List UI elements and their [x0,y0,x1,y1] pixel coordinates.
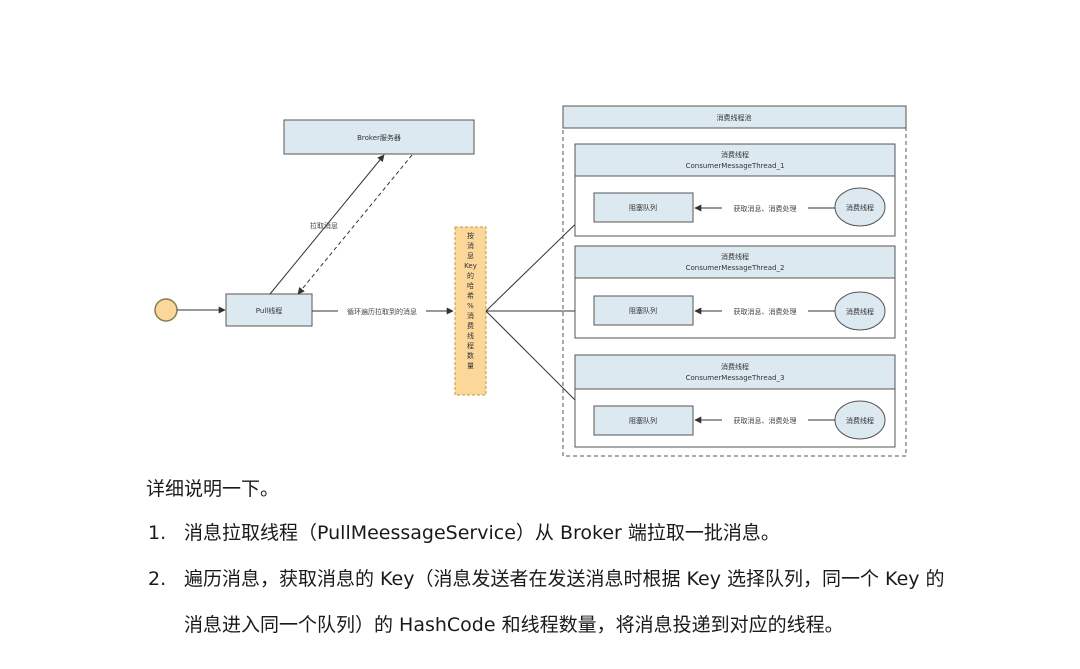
list-text: 消息拉取线程（PullMeessageService）从 Broker 端拉取一… [184,522,780,544]
thread-subtitle: ConsumerMessageThread_1 [686,162,785,170]
list-item: 2. 遍历消息，获取消息的 Key（消息发送者在发送消息时根据 Key 选择队列… [146,556,946,648]
start-node [154,298,178,322]
list-text: 遍历消息，获取消息的 Key（消息发送者在发送消息时根据 Key 选择队列，同一… [184,568,945,636]
blocking-queue-box [593,405,694,436]
blocking-queue-box [593,192,694,223]
worker-label: 消费线程 [846,416,874,425]
consumer-thread-3: 消费线程 ConsumerMessageThread_3 阻塞队列 消费线程 获… [574,354,896,448]
thread-title: 消费线程 [721,150,749,159]
blocking-queue-label: 阻塞队列 [629,203,657,212]
pull-thread-box: Pull线程 [225,293,313,327]
description-text: 详细说明一下。 1. 消息拉取线程（PullMeessageService）从 … [146,468,946,648]
fetch-label: 获取消息、消费处理 [734,204,797,213]
thread-subtitle: ConsumerMessageThread_3 [686,374,785,382]
broker-box: Broker服务器 [283,119,475,155]
pull-response-arrow [297,154,413,295]
pull-request-arrow [269,154,385,295]
intro-text: 详细说明一下。 [146,478,280,500]
thread-title: 消费线程 [721,362,749,371]
thread-pool-title: 消费线程池 [717,113,752,122]
worker-node [834,187,886,227]
blocking-queue-label: 阻塞队列 [629,416,657,425]
fetch-label: 获取消息、消费处理 [734,416,797,425]
pull-message-label: 拉取消息 [310,221,338,230]
list-item: 1. 消息拉取线程（PullMeessageService）从 Broker 端… [146,510,946,556]
thread-title: 消费线程 [721,252,749,261]
blocking-queue-label: 阻塞队列 [629,306,657,315]
fetch-label: 获取消息、消费处理 [734,307,797,316]
thread-pool-header: 消费线程池 [562,105,907,129]
worker-label: 消费线程 [846,203,874,212]
pull-thread-label: Pull线程 [256,306,282,315]
worker-label: 消费线程 [846,307,874,316]
blocking-queue-box [593,295,694,326]
consumer-thread-2: 消费线程 ConsumerMessageThread_2 阻塞队列 消费线程 获… [574,245,896,339]
loop-label: 循环遍历拉取到的消息 [347,307,417,316]
thread-subtitle: ConsumerMessageThread_2 [686,264,785,272]
list-number: 1. [148,522,167,544]
consumer-thread-1: 消费线程 ConsumerMessageThread_1 阻塞队列 消费线程 获… [574,143,896,237]
broker-label: Broker服务器 [357,133,401,142]
list-number: 2. [148,568,167,590]
